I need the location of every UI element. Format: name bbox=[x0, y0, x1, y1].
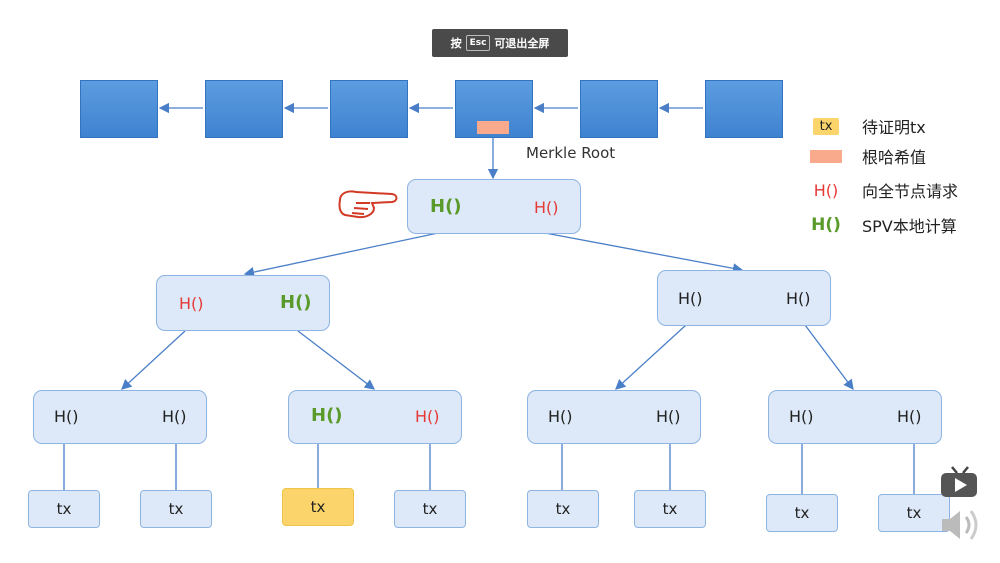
level2-node-4-hash-b: H() bbox=[897, 407, 922, 426]
level1-left-hash-b: H() bbox=[280, 292, 312, 313]
level2-node-4: H() H() bbox=[768, 390, 942, 444]
leaf-tx-8: tx bbox=[878, 494, 950, 532]
root-left-hash: H() bbox=[430, 196, 462, 217]
legend-tx: tx 待证明tx bbox=[808, 114, 926, 138]
level2-node-1: H() H() bbox=[33, 390, 207, 444]
legend-root: 根哈希值 bbox=[808, 144, 926, 168]
leaf-tx-3-target: tx bbox=[282, 488, 354, 526]
level1-right-node: H() H() bbox=[657, 270, 831, 326]
pointing-hand-icon bbox=[338, 190, 398, 219]
legend-red-swatch: H() bbox=[813, 180, 839, 200]
legend-request-text: 向全节点请求 bbox=[862, 182, 959, 201]
toast-suffix: 可退出全屏 bbox=[494, 37, 550, 50]
level2-node-2-hash-a: H() bbox=[311, 405, 343, 426]
level1-right-hash-a: H() bbox=[678, 289, 703, 308]
merkle-root-label: Merkle Root bbox=[526, 144, 616, 162]
leaf-tx-6: tx bbox=[634, 490, 706, 528]
merkle-root-marker bbox=[477, 121, 509, 134]
block-2 bbox=[205, 80, 283, 138]
esc-key-badge: Esc bbox=[465, 35, 491, 51]
legend-root-swatch bbox=[810, 149, 842, 163]
block-6 bbox=[705, 80, 783, 138]
level1-left-node: H() H() bbox=[156, 275, 330, 331]
leaf-tx-2: tx bbox=[140, 490, 212, 528]
speaker-icon[interactable] bbox=[938, 505, 984, 545]
legend-local: H() SPV本地计算 bbox=[808, 213, 957, 237]
root-node: H() H() bbox=[407, 179, 581, 234]
level2-node-4-hash-a: H() bbox=[789, 407, 814, 426]
level2-node-3-hash-a: H() bbox=[548, 407, 573, 426]
leaf-tx-4: tx bbox=[394, 490, 466, 528]
legend-tx-text: 待证明tx bbox=[862, 118, 926, 137]
leaf-tx-7: tx bbox=[766, 494, 838, 532]
chain-arrows bbox=[158, 102, 703, 180]
legend-green-swatch: H() bbox=[811, 215, 841, 235]
level1-left-hash-a: H() bbox=[179, 294, 204, 313]
leaf-tx-5: tx bbox=[527, 490, 599, 528]
level2-node-2: H() H() bbox=[288, 390, 462, 444]
level2-node-3-hash-b: H() bbox=[656, 407, 681, 426]
level2-node-1-hash-a: H() bbox=[54, 407, 79, 426]
exit-fullscreen-toast: 按 Esc 可退出全屏 bbox=[432, 29, 568, 57]
level2-node-2-hash-b: H() bbox=[415, 407, 440, 426]
toast-prefix: 按 bbox=[450, 37, 462, 50]
block-3 bbox=[330, 80, 408, 138]
legend-root-text: 根哈希值 bbox=[862, 148, 927, 167]
level1-right-hash-b: H() bbox=[786, 289, 811, 308]
tv-play-icon[interactable] bbox=[940, 465, 980, 499]
level2-node-1-hash-b: H() bbox=[162, 407, 187, 426]
block-1 bbox=[80, 80, 158, 138]
block-5 bbox=[580, 80, 658, 138]
level2-node-3: H() H() bbox=[527, 390, 701, 444]
root-right-hash: H() bbox=[534, 198, 559, 217]
tree-edges bbox=[63, 232, 915, 494]
leaf-tx-1: tx bbox=[28, 490, 100, 528]
legend-local-text: SPV本地计算 bbox=[862, 217, 957, 236]
legend-request: H() 向全节点请求 bbox=[808, 178, 958, 202]
legend-tx-swatch: tx bbox=[812, 117, 840, 135]
